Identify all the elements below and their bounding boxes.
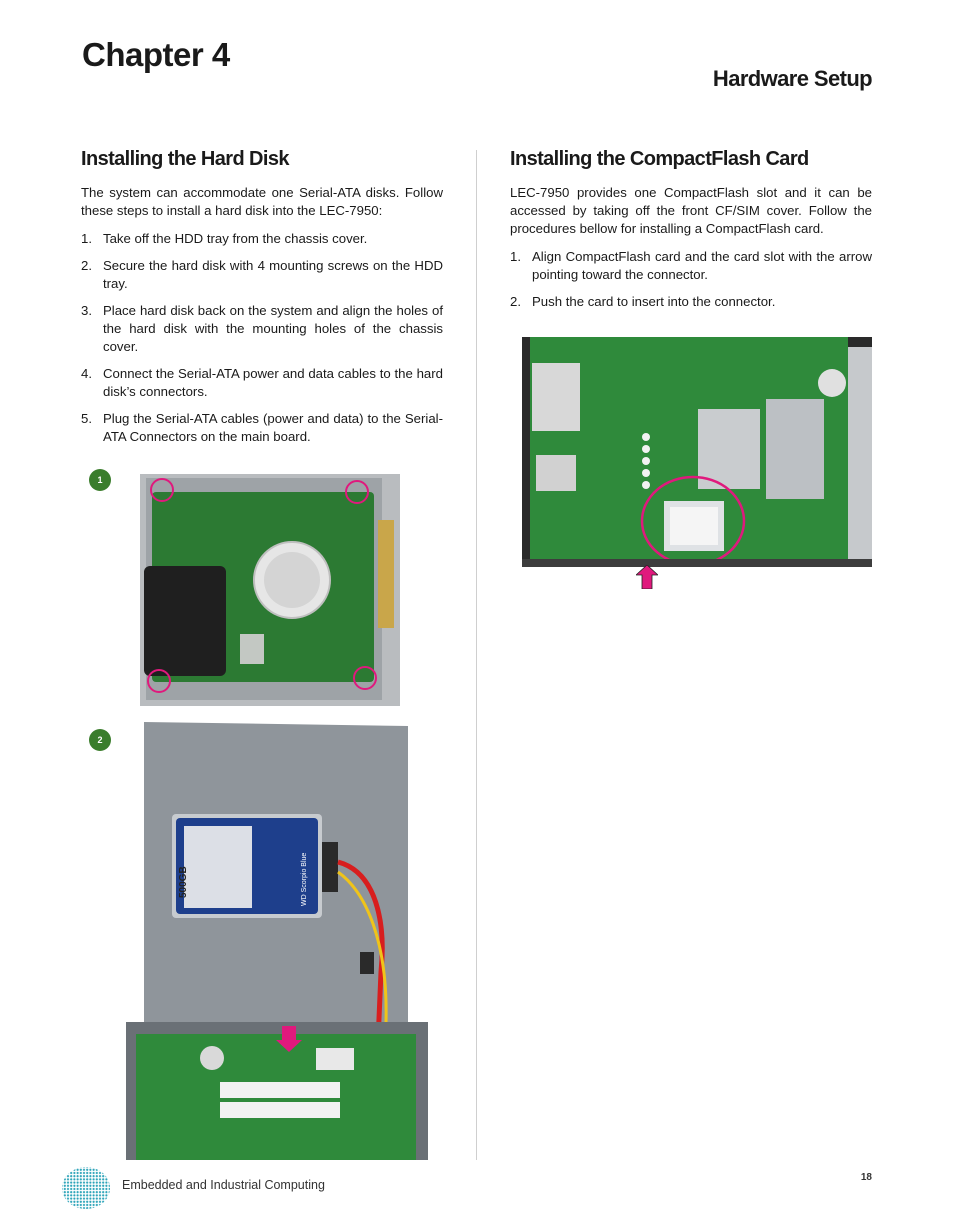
- step-text: Align CompactFlash card and the card slo…: [532, 249, 872, 282]
- step-number: 1.: [510, 249, 521, 264]
- column-divider: [476, 150, 477, 1160]
- compactflash-heading: Installing the CompactFlash Card: [510, 148, 809, 170]
- hdd-capacity-label: 500GB: [178, 866, 189, 898]
- section-title: Hardware Setup: [712, 66, 873, 91]
- step-number: 3.: [81, 303, 92, 318]
- compactflash-steps: 1. Align CompactFlash card and the card s…: [510, 248, 872, 311]
- list-item: 2. Push the card to insert into the conne…: [510, 293, 872, 311]
- figure-badge-2: 2: [89, 729, 111, 751]
- step-text: Secure the hard disk with 4 mounting scr…: [103, 258, 443, 291]
- page-number: 18: [860, 1172, 872, 1183]
- step-number: 2.: [81, 258, 92, 273]
- push-arrow: [636, 565, 658, 589]
- list-item: 1. Align CompactFlash card and the card s…: [510, 248, 872, 284]
- hard-disk-heading: Installing the Hard Disk: [81, 148, 289, 170]
- figure-badge-1: 1: [89, 469, 111, 491]
- hdd-brand-label: WD Scorpio Blue: [301, 853, 308, 906]
- chassis-cover-photo: 500GB WD Scorpio Blue: [126, 722, 428, 1160]
- step-number: 1.: [81, 231, 92, 246]
- step-text: Connect the Serial-ATA power and data ca…: [103, 366, 443, 399]
- step-number: 5.: [81, 411, 92, 426]
- footer-text: Embedded and Industrial Computing: [122, 1178, 325, 1192]
- compactflash-photo: [522, 337, 872, 567]
- list-item: 1. Take off the HDD tray from the chassis…: [81, 230, 443, 248]
- list-item: 2. Secure the hard disk with 4 mounting s…: [81, 257, 443, 293]
- hard-disk-intro: The system can accommodate one Serial-AT…: [81, 185, 443, 218]
- list-item: 3. Place hard disk back on the system and…: [81, 302, 443, 356]
- hdd-tray-photo: [140, 474, 400, 706]
- list-item: 5. Plug the Serial-ATA cables (power and …: [81, 410, 443, 446]
- step-number: 4.: [81, 366, 92, 381]
- step-text: Take off the HDD tray from the chassis c…: [103, 231, 368, 246]
- step-text: Plug the Serial-ATA cables (power and da…: [103, 411, 443, 444]
- hard-disk-steps: 1. Take off the HDD tray from the chassis…: [81, 230, 443, 446]
- list-item: 4. Connect the Serial-ATA power and data …: [81, 365, 443, 401]
- globe-logo-icon: [62, 1167, 110, 1209]
- compactflash-intro: LEC-7950 provides one CompactFlash slot …: [510, 185, 872, 236]
- chapter-title: Chapter 4: [82, 36, 230, 73]
- step-text: Place hard disk back on the system and a…: [103, 303, 443, 354]
- compactflash-section: Installing the CompactFlash Card LEC-795…: [510, 146, 872, 320]
- step-number: 2.: [510, 294, 521, 309]
- hard-disk-section: Installing the Hard Disk The system can …: [81, 146, 443, 455]
- step-text: Push the card to insert into the connect…: [532, 294, 776, 309]
- insert-arrow: [276, 1026, 302, 1052]
